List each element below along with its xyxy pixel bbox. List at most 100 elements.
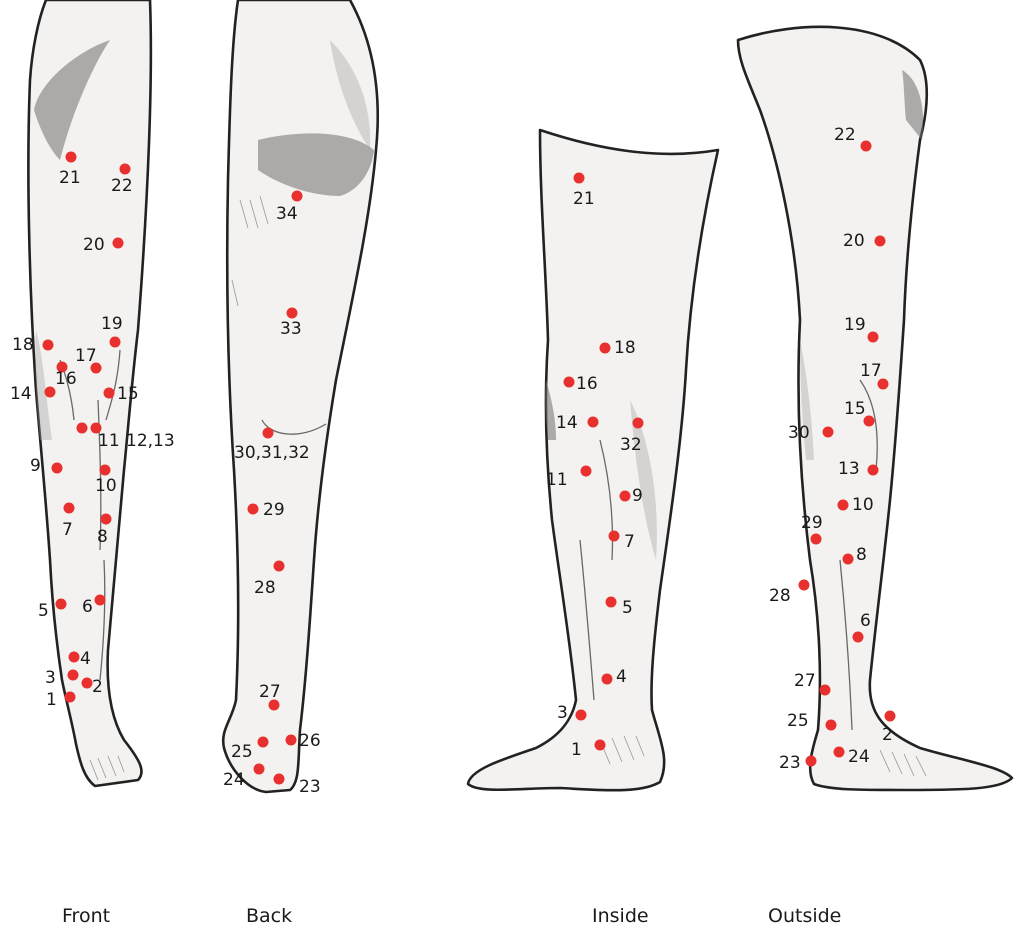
outside-point-20 bbox=[875, 236, 886, 247]
inside-point-label-9: 9 bbox=[632, 486, 643, 506]
inside-point-label-5: 5 bbox=[622, 598, 633, 618]
outside-leg bbox=[738, 27, 1012, 790]
outside-point-25 bbox=[826, 720, 837, 731]
outside-point-label-27: 27 bbox=[794, 671, 816, 691]
inside-point-label-18: 18 bbox=[614, 338, 636, 358]
inside-point-32 bbox=[633, 418, 644, 429]
front-point-label-21: 21 bbox=[59, 168, 81, 188]
back-leg bbox=[223, 0, 378, 792]
outside-point-label-10: 10 bbox=[852, 495, 874, 515]
inside-point-label-21: 21 bbox=[573, 189, 595, 209]
outside-point-22 bbox=[861, 141, 872, 152]
inside-point-5 bbox=[606, 597, 617, 608]
front-point-22 bbox=[120, 164, 131, 175]
outside-point-label-29: 29 bbox=[801, 513, 823, 533]
outside-point-label-6: 6 bbox=[860, 611, 871, 631]
back-point-label-28: 28 bbox=[254, 578, 276, 598]
inside-point-1 bbox=[595, 740, 606, 751]
outside-point-24 bbox=[834, 747, 845, 758]
front-point-18 bbox=[43, 340, 54, 351]
back-point-28 bbox=[274, 561, 285, 572]
front-point-label-20: 20 bbox=[83, 235, 105, 255]
back-point-label-34: 34 bbox=[276, 204, 298, 224]
outside-point-label-13: 13 bbox=[838, 459, 860, 479]
inside-point-11 bbox=[581, 466, 592, 477]
front-point-label-14: 14 bbox=[10, 384, 32, 404]
outside-point-label-17: 17 bbox=[860, 361, 882, 381]
back-point-23 bbox=[274, 774, 285, 785]
outside-point-2 bbox=[885, 711, 896, 722]
back-point-label-27: 27 bbox=[259, 682, 281, 702]
front-point-15 bbox=[104, 388, 115, 399]
front-point-8 bbox=[101, 514, 112, 525]
back-point-30_32 bbox=[263, 428, 274, 439]
front-point-7 bbox=[64, 503, 75, 514]
front-point-6 bbox=[95, 595, 106, 606]
front-point-label-9: 9 bbox=[30, 456, 41, 476]
front-point-label-1: 1 bbox=[46, 690, 57, 710]
outside-point-19 bbox=[868, 332, 879, 343]
outside-point-28 bbox=[799, 580, 810, 591]
outside-point-label-2: 2 bbox=[882, 725, 893, 745]
outside-point-label-24: 24 bbox=[848, 747, 870, 767]
front-point-14 bbox=[45, 387, 56, 398]
back-point-29 bbox=[248, 504, 259, 515]
outside-point-label-15: 15 bbox=[844, 399, 866, 419]
inside-point-label-7: 7 bbox=[624, 532, 635, 552]
front-point-label-7: 7 bbox=[62, 520, 73, 540]
outside-point-label-8: 8 bbox=[856, 545, 867, 565]
caption-outside: Outside bbox=[768, 905, 841, 927]
back-point-25 bbox=[258, 737, 269, 748]
front-point-label-17: 17 bbox=[75, 346, 97, 366]
front-point-label-18: 18 bbox=[12, 335, 34, 355]
inside-point-7 bbox=[609, 531, 620, 542]
outside-point-label-25: 25 bbox=[787, 711, 809, 731]
inside-point-16 bbox=[564, 377, 575, 388]
outside-point-23 bbox=[806, 756, 817, 767]
back-point-26 bbox=[286, 735, 297, 746]
back-point-24 bbox=[254, 764, 265, 775]
outside-point-label-30: 30 bbox=[788, 423, 810, 443]
inside-point-label-16: 16 bbox=[576, 374, 598, 394]
inside-point-4 bbox=[602, 674, 613, 685]
inside-point-label-14: 14 bbox=[556, 413, 578, 433]
front-point-label-2: 2 bbox=[92, 677, 103, 697]
back-point-34 bbox=[292, 191, 303, 202]
caption-front: Front bbox=[62, 905, 110, 927]
inside-point-3 bbox=[576, 710, 587, 721]
front-point-2 bbox=[82, 678, 93, 689]
outside-point-10 bbox=[838, 500, 849, 511]
front-point-label-12_13: 12,13 bbox=[126, 431, 175, 451]
front-point-19 bbox=[110, 337, 121, 348]
front-point-label-15: 15 bbox=[117, 384, 139, 404]
back-point-label-30_32: 30,31,32 bbox=[234, 443, 310, 463]
inside-point-label-3: 3 bbox=[557, 703, 568, 723]
inside-point-14 bbox=[588, 417, 599, 428]
outside-point-label-28: 28 bbox=[769, 586, 791, 606]
outside-leg-outline bbox=[738, 27, 1012, 790]
inside-point-18 bbox=[600, 343, 611, 354]
front-point-label-6: 6 bbox=[82, 597, 93, 617]
front-point-3 bbox=[68, 670, 79, 681]
inside-point-9 bbox=[620, 491, 631, 502]
front-point-label-5: 5 bbox=[38, 601, 49, 621]
back-point-label-23: 23 bbox=[299, 777, 321, 797]
outside-point-27 bbox=[820, 685, 831, 696]
front-point-9 bbox=[52, 463, 63, 474]
inside-point-label-4: 4 bbox=[616, 667, 627, 687]
outside-point-label-20: 20 bbox=[843, 231, 865, 251]
front-point-label-22: 22 bbox=[111, 176, 133, 196]
front-point-1 bbox=[65, 692, 76, 703]
outside-point-label-23: 23 bbox=[779, 753, 801, 773]
back-point-label-25: 25 bbox=[231, 742, 253, 762]
caption-inside: Inside bbox=[592, 905, 649, 927]
outside-point-label-22: 22 bbox=[834, 125, 856, 145]
caption-back: Back bbox=[246, 905, 292, 927]
front-point-label-11: 11 bbox=[98, 431, 120, 451]
front-point-label-19: 19 bbox=[101, 314, 123, 334]
back-point-label-24: 24 bbox=[223, 770, 245, 790]
outside-point-label-19: 19 bbox=[844, 315, 866, 335]
inside-leg bbox=[468, 130, 718, 790]
front-point-label-4: 4 bbox=[80, 649, 91, 669]
